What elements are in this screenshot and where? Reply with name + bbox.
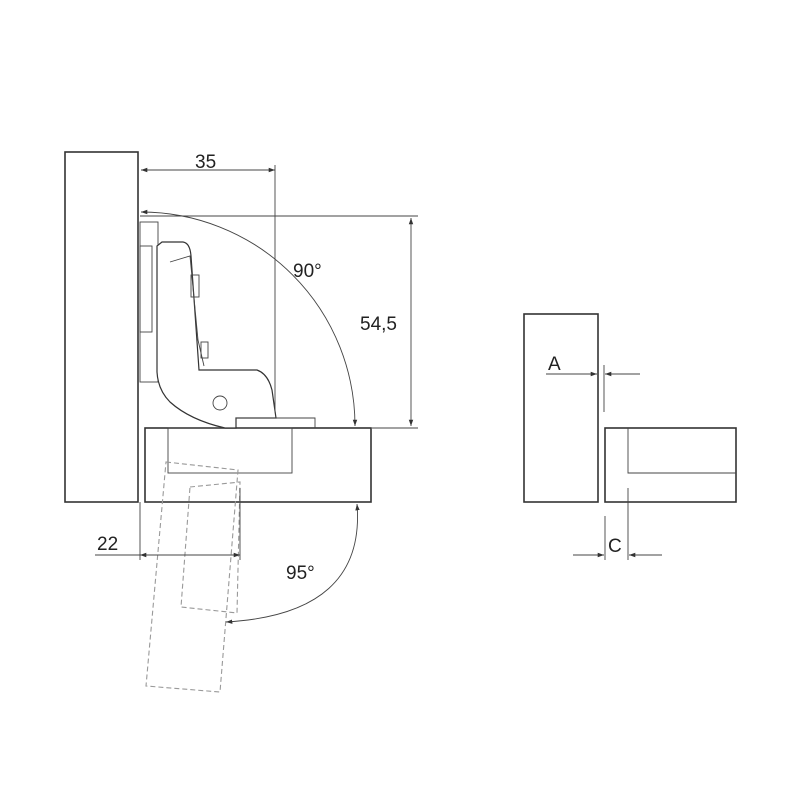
angle-95-arc: 95° [225,503,360,624]
angle-90-arc: 90° [140,209,358,427]
label-22: 22 [97,534,118,555]
door-open-95-outline [145,461,241,693]
door-panel [144,427,372,503]
label-54-5: 54,5 [360,314,397,335]
label-35: 35 [195,152,216,173]
detail-door-panel [604,427,737,503]
dimension-22: 22 [95,488,241,560]
label-a: A [548,354,561,375]
detail-hinge-cup [627,428,736,474]
cabinet-side-panel [64,151,139,503]
mounting-plate [139,245,153,333]
label-90: 90° [293,261,322,282]
label-c: C [608,536,622,557]
dimension-c: C [573,488,662,560]
dimension-a: A [546,354,640,412]
hinge-cup [167,427,293,474]
hinge-arm [156,241,316,429]
label-95: 95° [286,563,315,584]
detail-side-panel [523,313,599,503]
